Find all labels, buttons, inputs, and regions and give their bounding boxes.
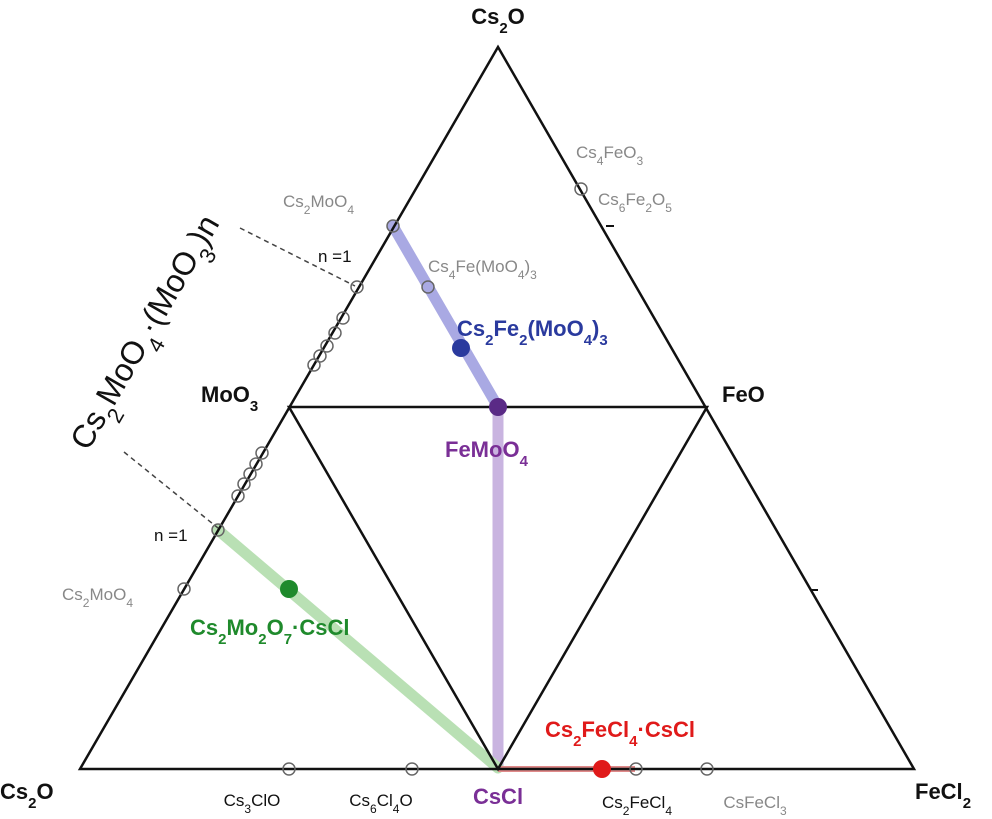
dashed-leader-upper [239, 227, 356, 287]
dashed-leader-lower [123, 451, 219, 529]
compound-markers [177, 182, 714, 776]
cs2moo4-lower-label: Cs2MoO4 [62, 585, 133, 610]
n-label-lower: n =1 [154, 526, 188, 545]
cs6cl4o-label: Cs6Cl4O [349, 791, 412, 816]
cs2fe2moo43-dot [452, 339, 470, 357]
cs6fe2o5-label: Cs6Fe2O5 [598, 190, 672, 215]
cs2fecl4cscl-dot [593, 760, 611, 778]
cs2moo4-upper-label: Cs2MoO4 [283, 192, 354, 217]
cs2mo2o7cscl-dot [280, 580, 298, 598]
cs4feo3-label: Cs4FeO3 [576, 143, 644, 168]
vertex-right-mid-label: FeO [722, 382, 765, 407]
femoo4-label: FeMoO4 [445, 437, 529, 470]
femoo4-dot [489, 398, 507, 416]
cs2fecl4-label: Cs2FeCl4 [602, 793, 672, 818]
cs4femoo43-label: Cs4Fe(MoO4)3 [428, 257, 537, 282]
cs2fecl4cscl-label: Cs2FeCl4·CsCl [545, 717, 695, 750]
vertex-bottom-mid-label: CsCl [473, 784, 523, 809]
series-label: Cs2MoO4·(MoO3)n [63, 209, 235, 461]
vertex-bottom-right-label: FeCl2 [915, 779, 971, 812]
cs3clo-label: Cs3ClO [224, 791, 281, 816]
csfecl3-label: CsFeCl3 [723, 793, 787, 818]
vertex-left-mid-label: MoO3 [201, 382, 258, 415]
blue-tie-line [387, 220, 504, 413]
cs2fe2moo43-label: Cs2Fe2(MoO4)3 [457, 316, 608, 349]
n-label-upper: n =1 [318, 247, 352, 266]
vertex-top-label: Cs2O [471, 4, 525, 37]
cs2mo2o7cscl-label: Cs2Mo2O7·CsCl [190, 615, 350, 648]
green-tie-line [212, 524, 504, 774]
vertex-bottom-left-label: Cs2O [0, 779, 54, 812]
